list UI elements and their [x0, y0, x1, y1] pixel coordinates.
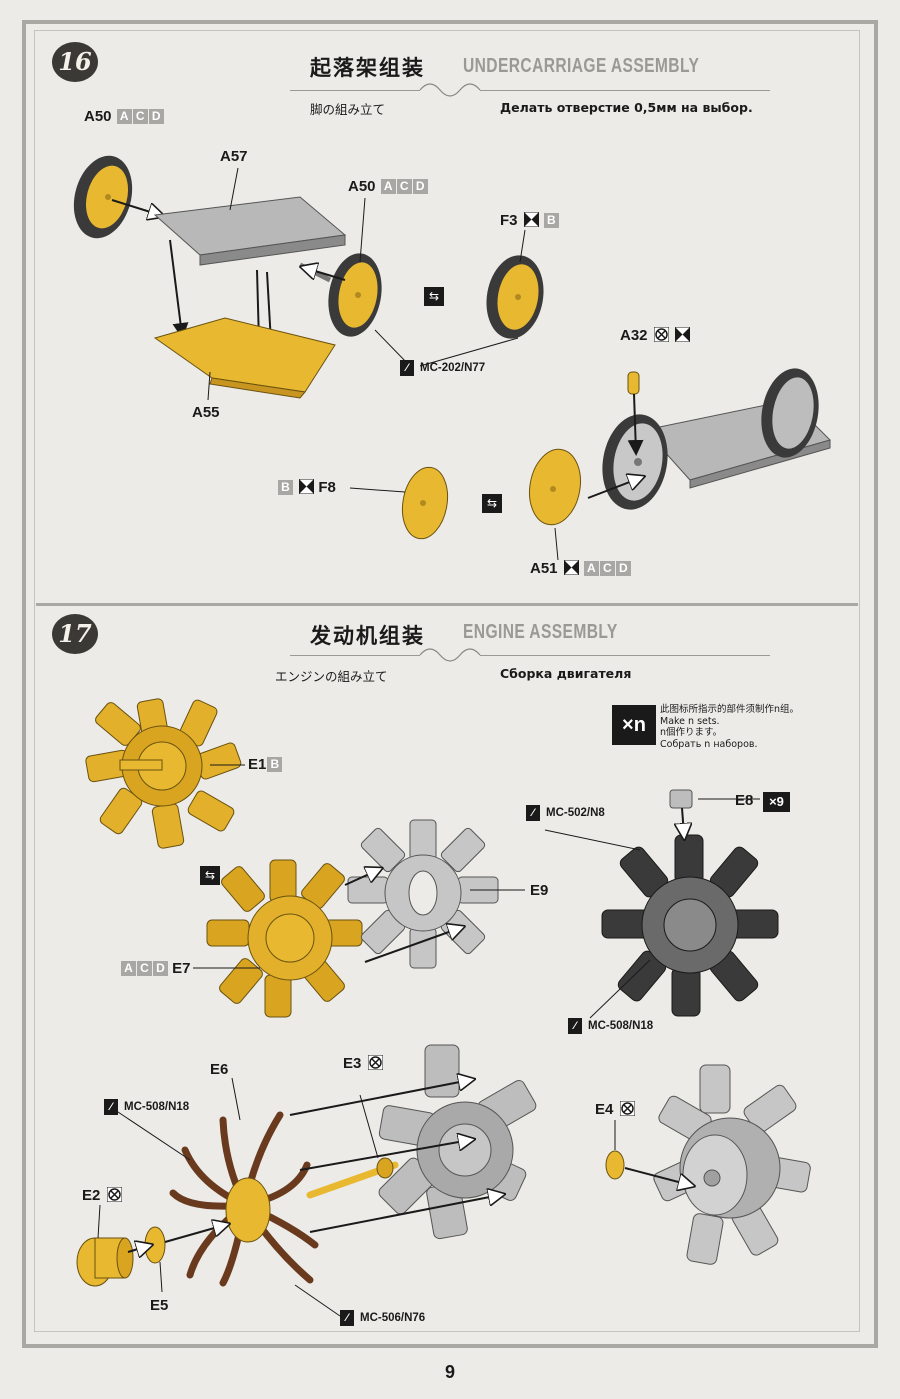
brush-icon: ⁄ [104, 1099, 118, 1115]
step-17-title-cn: 发动机组装 [310, 624, 425, 648]
step-17-subtitle-ru: Сборка двигателя [500, 666, 632, 681]
step-17-title-en: ENGINE ASSEMBLY [463, 621, 618, 643]
wheel-f3 [486, 255, 544, 339]
wheel-a50-mid [328, 253, 382, 337]
header-ornament [419, 83, 481, 662]
step-16-number: 16 [52, 42, 98, 82]
ring-e5 [144, 1226, 166, 1264]
swap-icon: ⇆ [200, 866, 220, 885]
label-e9: E9 [530, 882, 549, 899]
brush-icon: ⁄ [526, 805, 540, 821]
step-16-title-en: UNDERCARRIAGE ASSEMBLY [463, 55, 700, 77]
engine-e7 [206, 859, 363, 1018]
brush-icon: ⁄ [340, 1310, 354, 1326]
circle-x-icon [653, 327, 669, 342]
part-a32 [627, 371, 640, 395]
variant-d-badge: D [148, 109, 164, 124]
wheel-a50-left [73, 155, 133, 239]
paint-mc502: ⁄MC-502/N8 [526, 805, 605, 821]
part-e8 [669, 789, 693, 809]
paint-mc508-b: ⁄MC-508/N18 [104, 1099, 189, 1115]
make-n-sets-badge: ×n [612, 705, 656, 745]
header-rule [480, 655, 770, 656]
make-n-sets-note: 此图标所指示的部件须制作n组。 Make n sets. n個作ります。 Соб… [660, 704, 800, 750]
e8-count-badge: ×9 [763, 792, 790, 812]
label-e6: E6 [210, 1061, 229, 1078]
hubcap-a51 [529, 448, 581, 526]
label-e4: E4 [595, 1101, 635, 1118]
bowtie-icon [299, 479, 315, 494]
header-rule [290, 90, 420, 91]
paint-mc506: ⁄MC-506/N76 [340, 1310, 425, 1326]
page-frame-outer [22, 20, 878, 1348]
step-16-subtitle-jp: 脚の組み立て [310, 102, 386, 117]
step-17-subtitle-jp: エンジンの組み立て [275, 669, 388, 684]
assembled-axle [602, 368, 831, 510]
circle-x-icon [106, 1187, 122, 1202]
swap-icon: ⇆ [424, 287, 444, 306]
swap-icon: ⇆ [482, 494, 502, 513]
label-e3: E3 [343, 1055, 383, 1072]
engine-painted [601, 834, 779, 1017]
engine-e4-assembled [653, 1064, 811, 1265]
shaft-e3 [306, 1157, 399, 1199]
axle-a57 [153, 196, 347, 283]
label-e8: E8 [735, 792, 754, 809]
paint-mc508-a: ⁄MC-508/N18 [568, 1018, 653, 1034]
label-e2: E2 [82, 1187, 122, 1204]
header-rule [290, 655, 420, 656]
fairing-a55 [153, 317, 336, 399]
step-17-number: 17 [52, 614, 98, 654]
variant-c-badge: C [132, 109, 148, 124]
header-rule [480, 90, 770, 91]
variant-a-badge: A [116, 109, 132, 124]
brush-icon: ⁄ [568, 1018, 582, 1034]
baffle-e9 [347, 819, 499, 969]
paint-mc202: ⁄MC-202/N77 [400, 360, 485, 376]
label-e5: E5 [150, 1297, 169, 1314]
bowtie-icon [523, 212, 539, 227]
label-f3: F3 B [500, 212, 559, 229]
circle-x-icon [367, 1055, 383, 1070]
step-16-subtitle-ru: Делать отверстие 0,5мм на выбор. [500, 100, 753, 115]
cap-e4 [605, 1150, 625, 1180]
circle-x-icon [619, 1101, 635, 1116]
bowtie-icon [563, 560, 579, 575]
step-16-title-cn: 起落架组装 [310, 56, 425, 80]
brush-icon: ⁄ [400, 360, 414, 376]
prop-hub-e2 [76, 1237, 134, 1287]
section-divider [36, 603, 858, 606]
label-f8: B F8 [277, 479, 336, 496]
hub-e6 [225, 1177, 271, 1243]
page-frame-inner [34, 30, 860, 1332]
bowtie-icon [674, 327, 690, 342]
label-a57: A57 [220, 148, 248, 165]
engine-e1 [85, 698, 242, 849]
page-number: 9 [444, 1362, 455, 1382]
hubcap-f8 [401, 466, 449, 540]
label-a55: A55 [192, 404, 220, 421]
label-a32: A32 [620, 327, 690, 344]
